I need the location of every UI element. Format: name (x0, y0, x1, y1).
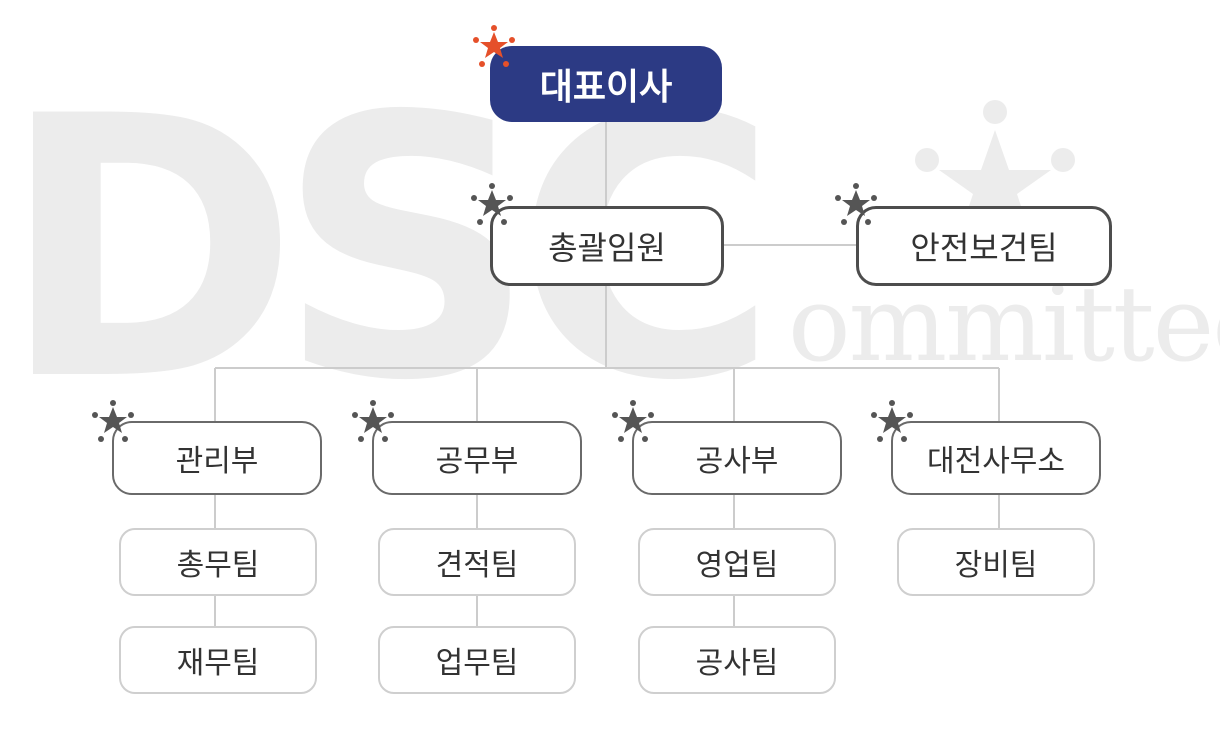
safety-team-node: 안전보건팀 (856, 206, 1112, 286)
team-general-affairs-node: 총무팀 (119, 528, 317, 596)
dept-construction-star-icon (612, 400, 654, 442)
team-construction-node: 공사팀 (638, 626, 836, 694)
dept-management-node: 관리부 (112, 421, 322, 495)
dept-engineering-star-icon (352, 400, 394, 442)
dept-daejeon-office-node: 대전사무소 (891, 421, 1101, 495)
safety-team-star-icon (835, 183, 877, 225)
dept-management-star-icon (92, 400, 134, 442)
team-operations-node: 업무팀 (378, 626, 576, 694)
dept-daejeon-office-star-icon (871, 400, 913, 442)
general-exec-node: 총괄임원 (490, 206, 724, 286)
watermark-star-icon (915, 100, 1075, 230)
ceo-star-icon (473, 25, 515, 67)
dept-construction-node: 공사부 (632, 421, 842, 495)
team-sales-node: 영업팀 (638, 528, 836, 596)
ceo-node: 대표이사 (490, 46, 722, 122)
team-estimation-node: 견적팀 (378, 528, 576, 596)
watermark-committee: ommittee (788, 263, 1220, 385)
team-equipment-node: 장비팀 (897, 528, 1095, 596)
dept-engineering-node: 공무부 (372, 421, 582, 495)
team-finance-node: 재무팀 (119, 626, 317, 694)
general-exec-star-icon (471, 183, 513, 225)
